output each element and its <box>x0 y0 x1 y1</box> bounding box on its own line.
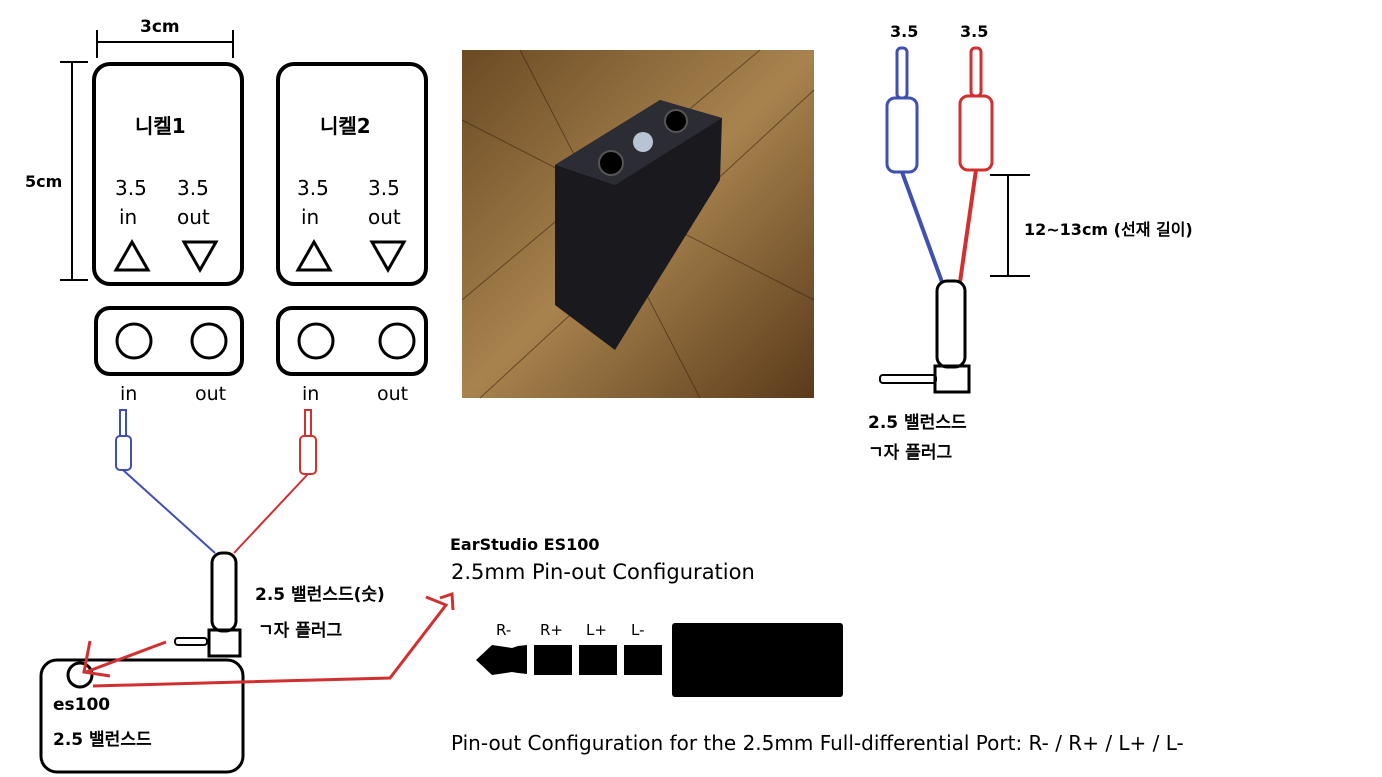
in-text: in <box>119 205 137 229</box>
down-triangle-icon <box>181 240 219 274</box>
down-triangle-icon <box>369 240 407 274</box>
jack-in-icon <box>297 322 335 360</box>
pin-label: R- <box>496 621 511 639</box>
height-label: 5cm <box>25 172 62 191</box>
jack-panel <box>94 306 244 376</box>
es100-photo <box>461 49 815 399</box>
in-size: 3.5 <box>115 176 147 200</box>
length-label: 12~13cm (선재 길이) <box>1024 220 1193 239</box>
es100-port: 2.5 밸런스드 <box>53 730 152 750</box>
width-dimension <box>96 30 234 58</box>
out-size: 3.5 <box>368 176 400 200</box>
plug-b-label: 3.5 <box>960 22 988 41</box>
plug-a-label: 3.5 <box>890 22 918 41</box>
jack-out-icon <box>190 322 228 360</box>
up-triangle-icon <box>295 238 333 272</box>
pinout-title: 2.5mm Pin-out Configuration <box>451 560 755 584</box>
red-arrows <box>82 591 455 688</box>
nickel2-box: 니켈2 3.5 in 3.5 out in out <box>276 62 428 405</box>
es100-device <box>39 658 245 774</box>
plug-diagram <box>476 623 843 697</box>
right-plug-line2: ㄱ자 플러그 <box>868 443 952 463</box>
jack-out-icon <box>378 322 416 360</box>
width-label: 3cm <box>140 17 180 37</box>
right-cable <box>879 46 1030 394</box>
nickel1-box: 니켈1 3.5 in 3.5 out in out <box>92 62 244 405</box>
up-triangle-icon <box>113 238 151 272</box>
left-cable <box>115 409 317 658</box>
out-size: 3.5 <box>177 176 209 200</box>
pinout-caption: Pin-out Configuration for the 2.5mm Full… <box>451 731 1184 755</box>
jack-in-label: in <box>120 383 137 405</box>
left-plug-line1: 2.5 밸런스드(숫) <box>255 585 385 605</box>
pin-label: R+ <box>540 621 563 639</box>
out-text: out <box>368 205 401 229</box>
jack-panel <box>276 306 428 376</box>
nickel1-title: 니켈1 <box>135 114 186 138</box>
port-icon <box>66 661 94 689</box>
in-size: 3.5 <box>297 176 329 200</box>
jack-in-label: in <box>302 383 319 405</box>
jack-out-label: out <box>195 383 226 405</box>
left-plug-line2: ㄱ자 플러그 <box>258 621 342 641</box>
pin-labels: R- R+ L+ L- <box>496 621 645 639</box>
right-plug-line1: 2.5 밸런스드 <box>868 413 967 433</box>
in-text: in <box>301 205 319 229</box>
pin-label: L+ <box>586 621 607 639</box>
es100-name: es100 <box>53 695 110 715</box>
nickel2-title: 니켈2 <box>320 114 371 138</box>
pinout-brand: EarStudio ES100 <box>450 535 600 554</box>
jack-out-label: out <box>377 383 408 405</box>
height-dimension <box>60 61 88 281</box>
out-text: out <box>177 205 210 229</box>
jack-in-icon <box>115 322 153 360</box>
pin-label: L- <box>631 621 645 639</box>
